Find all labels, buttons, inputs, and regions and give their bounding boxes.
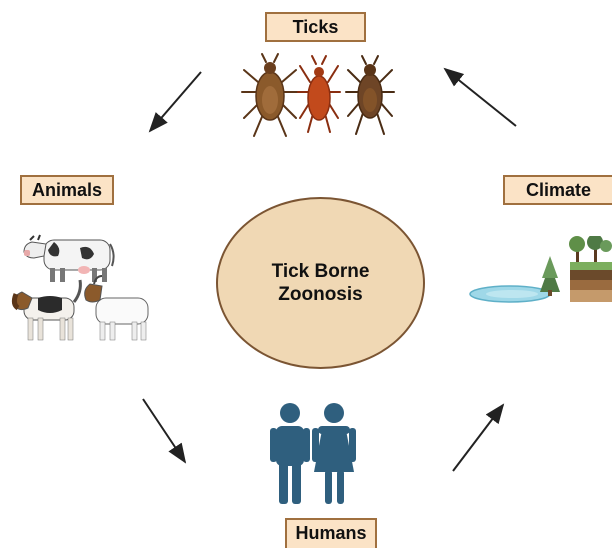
arrow-animals-to-humans (143, 399, 185, 462)
animals-illustration (8, 228, 158, 348)
arrow-humans-to-climate (453, 405, 503, 471)
center-title-line2: Zoonosis (278, 283, 362, 306)
climate-label: Climate (503, 175, 612, 205)
woman-icon (312, 403, 356, 504)
humans-illustration (268, 402, 360, 506)
man-icon (270, 403, 310, 504)
animals-label: Animals (20, 175, 114, 205)
tree-icon (540, 256, 560, 296)
ticks-label: Ticks (265, 12, 366, 42)
arrow-ticks-to-animals (150, 72, 201, 131)
goat-icon (85, 276, 148, 340)
climate-illustration (466, 236, 612, 312)
dog-icon (14, 280, 81, 340)
center-ellipse: Tick Borne Zoonosis (216, 197, 425, 369)
cow-icon (24, 235, 114, 282)
humans-label: Humans (285, 518, 377, 548)
ticks-illustration (240, 52, 400, 148)
soil-layers-icon (569, 236, 612, 302)
center-title-line1: Tick Borne (272, 260, 370, 283)
arrow-climate-to-ticks (445, 69, 516, 126)
